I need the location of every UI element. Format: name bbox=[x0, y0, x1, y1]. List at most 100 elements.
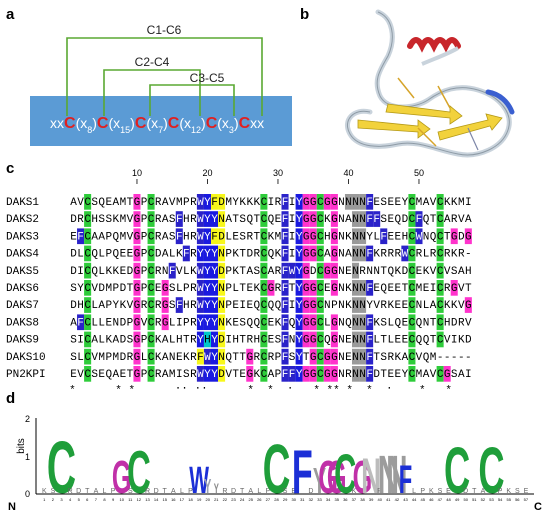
residue-highlight bbox=[352, 262, 360, 279]
residue: C bbox=[409, 352, 416, 364]
residue: F bbox=[366, 369, 373, 381]
residue-highlight bbox=[316, 228, 324, 245]
residue-highlight bbox=[366, 211, 374, 227]
residue: G bbox=[331, 197, 338, 209]
residue: C bbox=[409, 197, 416, 209]
residue: Y bbox=[232, 197, 239, 209]
logo-position-tick: 26 bbox=[257, 497, 262, 502]
helix-link bbox=[421, 46, 460, 66]
residue: C bbox=[317, 317, 324, 329]
logo-position-tick: 17 bbox=[180, 497, 185, 502]
residue-highlight bbox=[352, 348, 360, 365]
residue: R bbox=[155, 317, 162, 329]
residue: P bbox=[183, 317, 190, 329]
residue-highlight bbox=[316, 331, 324, 348]
residue: D bbox=[218, 197, 225, 209]
residue: P bbox=[141, 197, 148, 209]
residue-highlight bbox=[281, 245, 289, 262]
logo-letter: F bbox=[292, 437, 313, 506]
residue-highlight bbox=[84, 262, 92, 279]
residue-highlight bbox=[84, 280, 92, 296]
residue: G bbox=[331, 266, 338, 278]
residue: C bbox=[261, 266, 268, 278]
residue-highlight bbox=[359, 348, 367, 365]
residue: K bbox=[275, 317, 282, 329]
residue-highlight bbox=[450, 228, 458, 245]
residue-highlight bbox=[316, 297, 324, 313]
residue-highlight bbox=[464, 228, 472, 245]
residue-highlight bbox=[147, 280, 155, 296]
residue: C bbox=[317, 249, 324, 261]
residue: C bbox=[148, 300, 155, 312]
sequence-name: DAKS1 bbox=[6, 197, 39, 209]
residue: G bbox=[444, 369, 451, 381]
residue: I bbox=[289, 214, 296, 226]
residue: - bbox=[444, 352, 451, 364]
logo-letter: G bbox=[327, 451, 347, 503]
residue: W bbox=[416, 231, 423, 243]
residue: L bbox=[169, 249, 176, 261]
residue-highlight bbox=[203, 280, 211, 296]
motif-part: 15 bbox=[120, 125, 130, 135]
logo-position-tick: 29 bbox=[283, 497, 288, 502]
residue: R bbox=[275, 266, 282, 278]
residue: C bbox=[409, 317, 416, 329]
residue-highlight bbox=[196, 280, 204, 296]
residue: G bbox=[246, 352, 253, 364]
residue: E bbox=[345, 335, 352, 347]
residue: W bbox=[197, 369, 204, 381]
residue-highlight bbox=[84, 297, 92, 313]
residue: P bbox=[225, 266, 232, 278]
residue-highlight bbox=[330, 366, 338, 382]
residue: A bbox=[458, 266, 465, 278]
residue: P bbox=[225, 249, 232, 261]
residue-highlight bbox=[323, 262, 331, 279]
disulfide-stick-2 bbox=[437, 85, 451, 109]
residue: G bbox=[162, 283, 169, 295]
residue: R bbox=[155, 266, 162, 278]
residue: K bbox=[254, 369, 261, 381]
residue-highlight bbox=[295, 262, 303, 279]
residue: Y bbox=[113, 300, 120, 312]
logo-position-tick: 48 bbox=[446, 497, 451, 502]
residue: I bbox=[465, 197, 472, 209]
motif-part: C bbox=[168, 115, 180, 132]
logo-letter-small: P bbox=[111, 488, 116, 495]
residue-highlight bbox=[408, 262, 416, 279]
residue-highlight bbox=[408, 280, 416, 296]
residue-highlight bbox=[133, 228, 141, 245]
residue: G bbox=[310, 300, 317, 312]
residue: F bbox=[183, 249, 190, 261]
motif-part: ) bbox=[92, 115, 97, 131]
residue: I bbox=[289, 231, 296, 243]
residue: Q bbox=[254, 317, 261, 329]
motif-part: (x bbox=[179, 115, 191, 131]
residue-highlight bbox=[408, 245, 416, 262]
residue: A bbox=[268, 369, 275, 381]
residue-highlight bbox=[203, 314, 211, 331]
residue: C bbox=[437, 231, 444, 243]
logo-letter: C bbox=[444, 435, 470, 508]
residue: K bbox=[225, 317, 232, 329]
residue: Q bbox=[423, 352, 430, 364]
residue: T bbox=[232, 369, 239, 381]
logo-position-tick: 6 bbox=[86, 497, 89, 502]
residue: V bbox=[169, 197, 176, 209]
residue: G bbox=[310, 231, 317, 243]
residue: N bbox=[338, 231, 345, 243]
residue: T bbox=[127, 369, 134, 381]
logo-letter-small: E bbox=[446, 488, 451, 495]
residue: E bbox=[345, 266, 352, 278]
residue: N bbox=[338, 352, 345, 364]
residue: A bbox=[162, 352, 169, 364]
residue: G bbox=[310, 352, 317, 364]
residue-highlight bbox=[330, 262, 338, 279]
residue-highlight bbox=[218, 245, 226, 262]
residue: C bbox=[409, 369, 416, 381]
residue: G bbox=[162, 300, 169, 312]
residue: Y bbox=[204, 300, 211, 312]
residue: W bbox=[197, 266, 204, 278]
residue: M bbox=[120, 197, 127, 209]
residue: S bbox=[451, 369, 458, 381]
residue: C bbox=[409, 214, 416, 226]
